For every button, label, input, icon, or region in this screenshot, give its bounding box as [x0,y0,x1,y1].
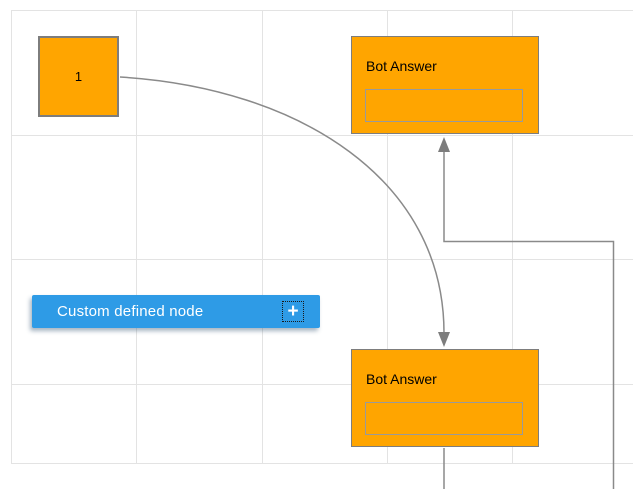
node-start[interactable]: 1 [38,36,119,117]
connector-orthogonal[interactable] [438,137,615,489]
node-bot-answer-top[interactable]: Bot Answer [351,36,539,134]
answer-input-box[interactable] [365,402,523,435]
arrowhead-up-icon [438,137,450,152]
bot-answer-title: Bot Answer [366,371,437,387]
connector-curved[interactable] [119,76,450,347]
node-bot-answer-bottom[interactable]: Bot Answer [351,349,539,447]
node-start-label: 1 [74,69,83,84]
bot-answer-title: Bot Answer [366,58,437,74]
answer-input-box[interactable] [365,89,523,122]
node-custom-defined[interactable]: Custom defined node + [32,295,320,328]
arrowhead-down-icon [438,332,450,347]
custom-node-label: Custom defined node [57,303,204,320]
add-icon[interactable]: + [282,301,304,322]
